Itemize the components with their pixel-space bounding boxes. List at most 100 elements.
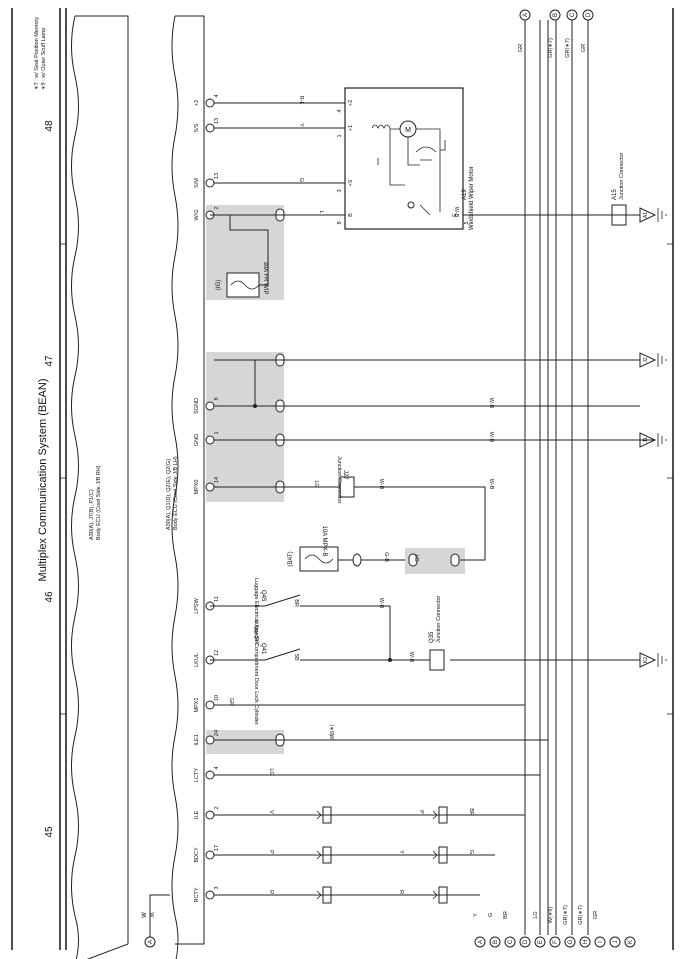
fuse-10a-label: 10A MPX-B xyxy=(321,525,327,556)
wire-color-label: W xyxy=(148,912,154,918)
ecu-terminal-number: 12 xyxy=(214,650,220,656)
wire-color-label: R-L xyxy=(298,96,304,105)
bottom-reference-marker xyxy=(564,936,576,948)
ecu-terminal-name: S/S xyxy=(194,123,200,132)
wiper-motor-label: Windshield Wiper Motor xyxy=(469,166,475,230)
fuse-30a-fr-wip xyxy=(210,214,269,298)
wire-color-label: W-B xyxy=(488,479,494,490)
ecu-terminal-number: 11 xyxy=(214,596,220,602)
page-number-46: 46 xyxy=(44,591,55,603)
earth-bars xyxy=(657,433,667,447)
motor-terminal-name: B xyxy=(348,213,354,217)
wire-color-label: BR xyxy=(468,808,474,816)
inline-connector xyxy=(450,553,460,567)
bottom-reference-letter: K xyxy=(628,940,634,944)
fuse-30a-label: 30A FR WIP xyxy=(262,261,268,294)
wire-color-label: LG xyxy=(413,554,419,561)
wire-color-label: W-B xyxy=(488,432,494,443)
ecu-box-left-hand xyxy=(171,15,205,959)
ecu-terminal-number: 8 xyxy=(214,397,220,400)
ecu-terminal-pin xyxy=(205,890,215,900)
earth-bars xyxy=(657,653,667,667)
top-reference-letter: B xyxy=(553,13,559,17)
ecu-terminal-pin xyxy=(205,98,215,108)
wire-color-label: R xyxy=(398,890,404,894)
ecu-terminal-number: 4 xyxy=(214,766,220,769)
shade-area-ile1 xyxy=(206,730,284,754)
wire-color-label: W-B xyxy=(488,398,494,409)
switch-q41-label: Luggage Compartment Door Lock Cylinder xyxy=(253,620,259,725)
svg-text:M: M xyxy=(405,127,411,134)
ecu-terminal-number: 17 xyxy=(214,845,220,851)
bottom-wire-color: W(∗9) xyxy=(548,907,554,924)
shade-area-ground xyxy=(206,352,284,502)
wire-color-label: W-B xyxy=(378,479,384,490)
earth-bars xyxy=(657,353,667,367)
wire-color-label: GR xyxy=(228,698,234,706)
ecu-terminal-name: LPSW xyxy=(194,597,200,613)
ecu-terminal-name: MPX0 xyxy=(194,480,200,495)
bottom-wire-color: LG xyxy=(533,911,539,918)
page-number-45: 45 xyxy=(44,826,55,838)
top-reference-marker xyxy=(549,9,561,21)
bottom-wire-color: GR(∗7) xyxy=(578,905,584,925)
ecu-terminal-name: BDCY xyxy=(194,847,200,863)
ecu-terminal-number: 4 xyxy=(214,94,220,97)
wire-color-label: G-B xyxy=(383,552,389,562)
top-wire-color: GR xyxy=(518,44,524,52)
ecu-terminal-name: RCTY xyxy=(194,887,200,902)
ecu-label-rh-connectors: A30(A), J7(B), P1(C) xyxy=(89,489,95,540)
ecu-terminal-pin xyxy=(205,435,215,445)
bottom-reference-letter: I xyxy=(598,941,604,943)
bottom-reference-letter: E xyxy=(538,940,544,944)
left-reference-letter: A xyxy=(148,940,154,944)
bottom-wire-color: Y xyxy=(473,913,479,917)
junction-a15-id: A15 xyxy=(612,189,618,200)
inline-connector xyxy=(408,553,418,567)
ecu-terminal-pin xyxy=(205,401,215,411)
ecu-terminal-pin xyxy=(205,810,215,820)
bottom-reference-letter: J xyxy=(613,941,619,944)
bottom-reference-letter: G xyxy=(568,939,574,944)
motor-terminal-number: 3 xyxy=(337,189,343,192)
wire-color-label: G xyxy=(298,178,304,182)
ecu-terminal-pin xyxy=(205,770,215,780)
ecu-terminal-name: SGND xyxy=(194,398,200,414)
ecu-terminal-number: 1 xyxy=(214,431,220,434)
ecu-terminal-number: 13 xyxy=(214,173,220,179)
ecu-terminal-name: ILE1 xyxy=(194,734,200,745)
top-reference-marker xyxy=(566,9,578,21)
top-reference-letter: D xyxy=(586,12,592,17)
ecu-terminal-pin xyxy=(205,735,215,745)
bottom-reference-letter: A xyxy=(478,940,484,944)
motor-terminal-number: 1 xyxy=(337,134,343,137)
ecu-terminal-pin xyxy=(205,482,215,492)
top-reference-marker xyxy=(582,9,594,21)
motor-terminal-name: +1 xyxy=(348,125,354,131)
bottom-wire-color: BR xyxy=(503,911,509,919)
bottom-reference-marker xyxy=(549,936,561,948)
motor-terminal-number: 4 xyxy=(337,109,343,112)
page-number-48: 48 xyxy=(44,120,55,132)
wire-color-label: Y xyxy=(298,123,304,127)
ecu-label-rh-name: Body ECU (Cowl Side J/B RH) xyxy=(96,465,102,540)
top-reference-letter: C xyxy=(570,12,576,17)
footnote-scuff-lamp: ∗9 : w/ Outer Scuff Lamp xyxy=(41,28,47,90)
ecu-terminal-name: +2 xyxy=(194,100,200,106)
footnote-seat-memory: ∗7 : w/ Seat Position Memory xyxy=(34,17,40,90)
bottom-wire-color: GR xyxy=(593,911,599,919)
wire-color-label: W-B xyxy=(408,652,414,663)
wire-color-label: (∗9) xyxy=(328,724,334,735)
switch-q45-id: Q45 xyxy=(260,590,266,602)
ecu-terminal-pin xyxy=(205,178,215,188)
wire-color-label: LG xyxy=(268,768,274,775)
ecu-label-lh-connectors: A30(A), Q1(D), Q2(E), Q2(G) xyxy=(166,459,172,530)
wire-color-label: BR xyxy=(293,599,299,607)
junction-j27-label: Junction Connector xyxy=(336,456,342,504)
junction-j27-id: J27 xyxy=(342,470,348,480)
top-wire-color: GR(∗7) xyxy=(548,38,554,58)
wire-color-label: P xyxy=(418,810,424,814)
